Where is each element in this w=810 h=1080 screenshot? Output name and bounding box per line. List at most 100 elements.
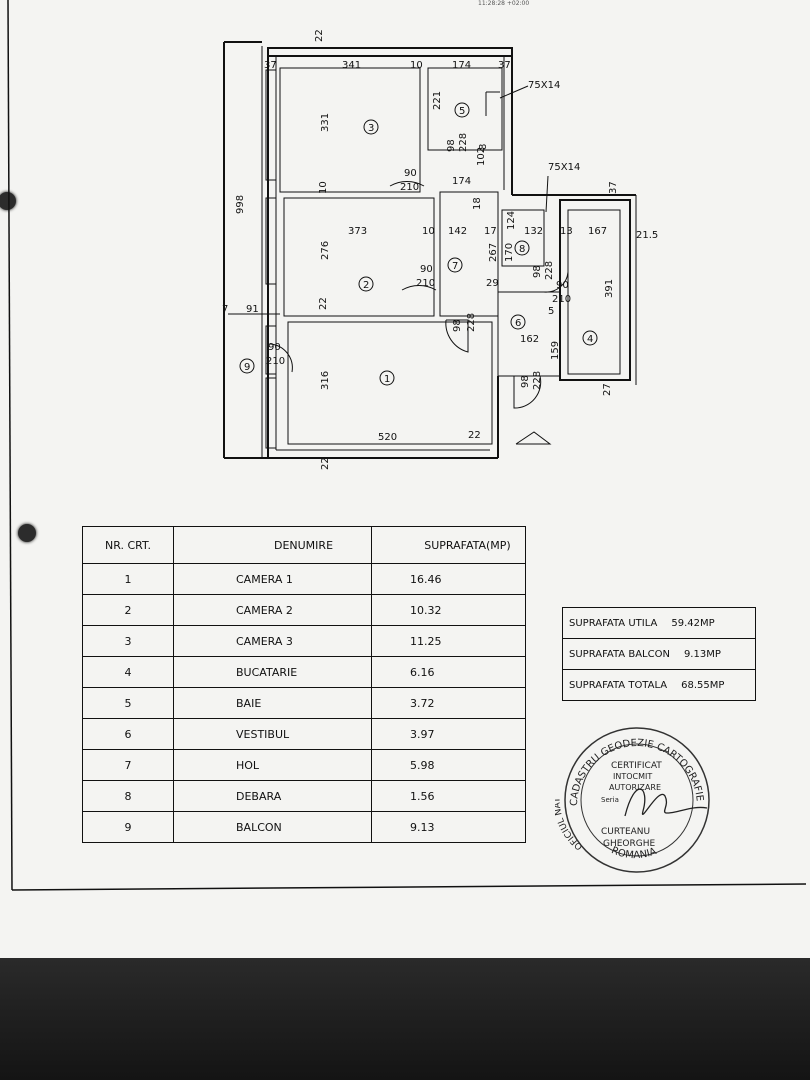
door-210-r3: 210 <box>400 182 419 193</box>
table-row: 9 BALCON 9.13 <box>82 811 526 843</box>
table-row: 6 VESTIBUL 3.97 <box>82 718 526 750</box>
dim-91: 91 <box>246 304 259 315</box>
dim-520: 520 <box>378 432 397 443</box>
door-swings <box>269 180 569 409</box>
dim-22-mid: 22 <box>318 297 329 310</box>
dim-37-kitchen: 37 <box>608 181 619 194</box>
door-98-entrance: 98 <box>520 375 531 388</box>
cell-name: CAMERA 2 <box>173 594 372 626</box>
door-210-r2: 210 <box>416 278 435 289</box>
cell-area: 6.16 <box>371 656 526 688</box>
cell-nr: 2 <box>82 594 174 626</box>
stamp-line-certificat: CERTIFICAT <box>611 761 662 771</box>
door-210-balcony: 210 <box>266 356 285 367</box>
door-98-storage: 98 <box>532 265 543 278</box>
dim-bath-98: 98 <box>446 139 457 152</box>
room-number-6: 6 <box>515 318 521 329</box>
door-90-balcony: 90 <box>268 342 281 353</box>
dim-5: 5 <box>548 306 554 317</box>
cell-nr: 5 <box>82 687 174 719</box>
dim-276: 276 <box>320 241 331 260</box>
dim-10-r2: 10 <box>422 226 435 237</box>
binder-hole-top <box>0 192 16 210</box>
balcony-outline <box>223 41 270 459</box>
room-number-8: 8 <box>519 244 525 255</box>
dim-391: 391 <box>604 279 615 298</box>
cell-area: 3.72 <box>371 687 526 719</box>
document-page: 11:28:28 +02:00 <box>0 0 810 965</box>
cell-name: CAMERA 1 <box>173 563 372 595</box>
room-number-4: 4 <box>587 334 593 345</box>
dim-22-base: 22 <box>320 457 331 470</box>
dim-bath-228: 228 <box>458 133 469 152</box>
cell-name: VESTIBUL <box>173 718 372 750</box>
room-number-2: 2 <box>363 280 369 291</box>
dim-10: 10 <box>410 60 423 71</box>
dim-221: 221 <box>432 91 443 110</box>
door-98-r1: 98 <box>452 319 463 332</box>
dim-174-hall: 174 <box>452 176 471 187</box>
window-marks <box>265 69 277 449</box>
header-timestamp: 11:28:28 +02:00 <box>478 0 530 7</box>
dim-124: 124 <box>506 211 517 230</box>
dim-17: 17 <box>484 226 497 237</box>
cell-area: 9.13 <box>371 811 526 843</box>
floor-plan: 22 998 37 341 10 174 37 75X14 75X14 331 … <box>222 29 658 470</box>
door-90-r2: 90 <box>420 264 433 275</box>
room-number-9: 9 <box>244 362 250 373</box>
stamp-line-intocmit: INTOCMIT <box>613 772 652 781</box>
dim-37-right: 37 <box>498 60 511 71</box>
dim-267: 267 <box>488 243 499 262</box>
cadastre-stamp: CADASTRU GEODEZIE CARTOGRAFIE ROMANIA OF… <box>555 727 710 873</box>
stamp-line-seria: Seria <box>601 796 619 804</box>
dim-18: 18 <box>472 197 483 210</box>
room-number-5: 5 <box>459 106 465 117</box>
dim-162: 162 <box>520 334 539 345</box>
cell-name: CAMERA 3 <box>173 625 372 657</box>
dim-22-bottom: 22 <box>468 430 481 441</box>
binder-hole-bottom <box>18 524 36 542</box>
cell-name: BAIE <box>173 687 372 719</box>
dim-top-22: 22 <box>314 29 325 42</box>
cell-name: BALCON <box>173 811 372 843</box>
cell-area: 5.98 <box>371 749 526 781</box>
table-row: 5 BAIE 3.72 <box>82 687 526 719</box>
room-number-1: 1 <box>384 374 390 385</box>
header-suprafata: SUPRAFATA(MP) <box>371 526 526 564</box>
door-228-entrance: 228 <box>532 371 543 390</box>
dim-167: 167 <box>588 226 607 237</box>
dim-331: 331 <box>320 113 331 132</box>
cell-nr: 8 <box>82 780 174 812</box>
dim-27: 27 <box>602 383 613 396</box>
cell-nr: 4 <box>82 656 174 688</box>
svg-text:ROMANIA: ROMANIA <box>610 845 659 861</box>
cell-area: 16.46 <box>371 563 526 595</box>
cell-name: HOL <box>173 749 372 781</box>
cell-nr: 1 <box>82 563 174 595</box>
dim-21-5: 21.5 <box>636 230 658 241</box>
dim-37: 37 <box>264 60 277 71</box>
table-row: 8 DEBARA 1.56 <box>82 780 526 812</box>
table-row: 3 CAMERA 3 11.25 <box>82 625 526 657</box>
cell-nr: 3 <box>82 625 174 657</box>
door-228-storage: 228 <box>544 261 555 280</box>
window-label-bath: 75X14 <box>528 80 560 91</box>
signature-scribble <box>624 788 708 817</box>
dim-132: 132 <box>524 226 543 237</box>
dim-373: 373 <box>348 226 367 237</box>
stamp-line-firstname: GHEORGHE <box>603 839 656 849</box>
table-row: 1 CAMERA 1 16.46 <box>82 563 526 595</box>
table-row: 7 HOL 5.98 <box>82 749 526 781</box>
header-nr: NR. CRT. <box>82 526 174 564</box>
cell-nr: 6 <box>82 718 174 750</box>
door-228-r1: 228 <box>466 313 477 332</box>
door-90-kitchen: 90 <box>556 280 569 291</box>
cell-name: DEBARA <box>173 780 372 812</box>
cell-name: BUCATARIE <box>173 656 372 688</box>
